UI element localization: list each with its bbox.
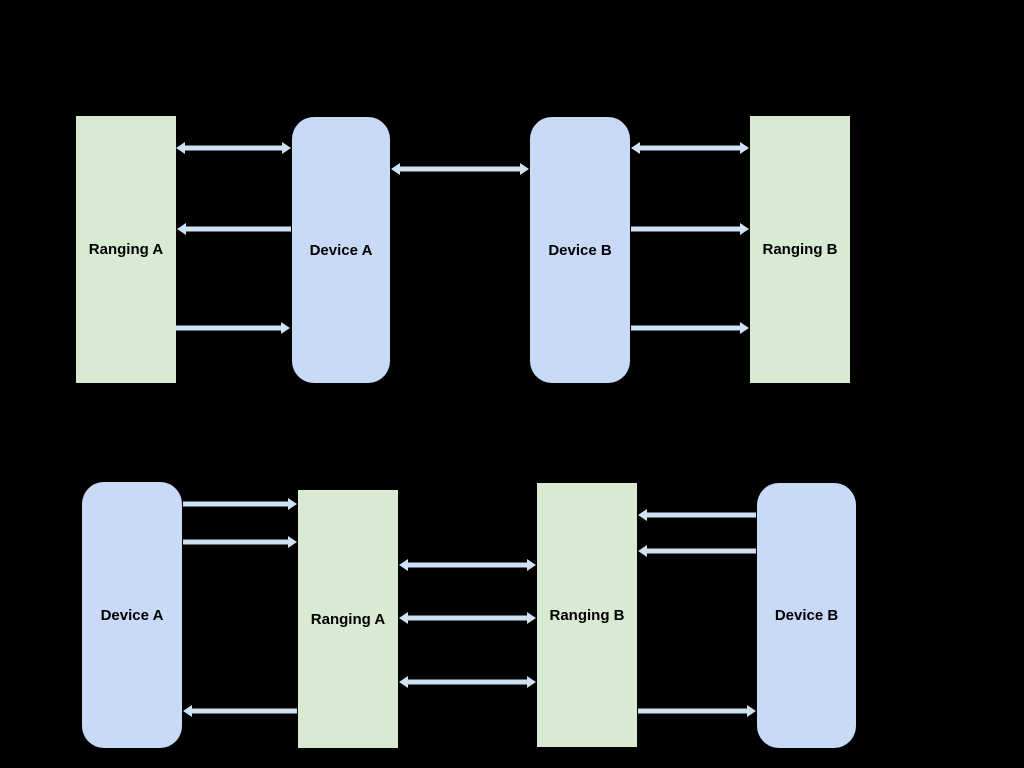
arrowhead-left: [176, 142, 185, 154]
arrowhead-left: [177, 223, 186, 235]
arrow-shaft: [191, 708, 297, 714]
arrowhead-right: [520, 163, 529, 175]
arrow-ranging-a-to-device-a: [183, 705, 297, 717]
arrowhead-left: [399, 559, 408, 571]
arrowhead-left: [391, 163, 400, 175]
arrowhead-left: [631, 142, 640, 154]
node-device-a-bottom-diagram: Device A: [82, 482, 182, 748]
arrow-shaft: [631, 325, 741, 331]
arrow-shaft: [183, 501, 289, 507]
arrowhead-right: [740, 322, 749, 334]
arrowhead-left: [399, 676, 408, 688]
arrow-shaft: [631, 226, 741, 232]
arrowhead-right: [747, 705, 756, 717]
arrow-device-a-to-ranging-a-2: [183, 536, 297, 548]
arrowhead-left: [638, 545, 647, 557]
arrow-device-a-to-ranging-a-1: [183, 498, 297, 510]
arrowhead-right: [282, 142, 291, 154]
arrow-shaft: [638, 708, 748, 714]
arrow-ranging-a-device-a-bidirectional: [176, 142, 291, 154]
arrowhead-left: [638, 509, 647, 521]
arrow-device-a-device-b-bidirectional: [391, 163, 529, 175]
arrowhead-right: [288, 536, 297, 548]
arrow-shaft: [646, 512, 756, 518]
arrow-ranging-b-to-device-b: [638, 705, 756, 717]
arrowhead-right: [740, 223, 749, 235]
arrow-shaft: [185, 226, 291, 232]
arrow-shaft: [183, 539, 289, 545]
arrow-device-b-to-ranging-b-bottom: [631, 322, 749, 334]
node-ranging-b-bottom-diagram: Ranging B: [537, 483, 637, 747]
arrow-device-b-to-ranging-b-2: [638, 545, 756, 557]
arrowhead-right: [527, 559, 536, 571]
arrow-ranging-a-ranging-b-bidirectional-2: [399, 612, 536, 624]
arrow-ranging-a-ranging-b-bidirectional-1: [399, 559, 536, 571]
arrow-shaft: [399, 166, 521, 172]
arrow-shaft: [407, 679, 528, 685]
arrowhead-left: [399, 612, 408, 624]
node-device-a-top-diagram: Device A: [292, 117, 390, 383]
arrow-shaft: [184, 145, 283, 151]
node-label-device-b-bottom-diagram: Device B: [774, 607, 839, 624]
arrowhead-right: [527, 612, 536, 624]
arrow-device-b-to-ranging-b-middle: [631, 223, 749, 235]
node-label-ranging-a-bottom-diagram: Ranging A: [310, 610, 386, 628]
arrow-device-a-to-ranging-a: [177, 223, 291, 235]
arrow-shaft: [176, 325, 282, 331]
arrowhead-left: [183, 705, 192, 717]
arrow-ranging-a-ranging-b-bidirectional-3: [399, 676, 536, 688]
arrowhead-right: [740, 142, 749, 154]
arrow-shaft: [646, 548, 756, 554]
node-label-ranging-b-bottom-diagram: Ranging B: [549, 606, 625, 624]
node-ranging-a-bottom-diagram: Ranging A: [298, 490, 398, 748]
arrowhead-right: [288, 498, 297, 510]
arrow-ranging-a-to-device-a: [176, 322, 290, 334]
arrow-device-b-ranging-b-bidirectional: [631, 142, 749, 154]
arrow-shaft: [639, 145, 741, 151]
arrow-device-b-to-ranging-b-1: [638, 509, 756, 521]
arrow-shaft: [407, 562, 528, 568]
arrow-shaft: [407, 615, 528, 621]
arrowhead-right: [527, 676, 536, 688]
arrowhead-right: [281, 322, 290, 334]
node-device-b-bottom-diagram: Device B: [757, 483, 856, 748]
node-label-device-a-bottom-diagram: Device A: [100, 606, 164, 624]
